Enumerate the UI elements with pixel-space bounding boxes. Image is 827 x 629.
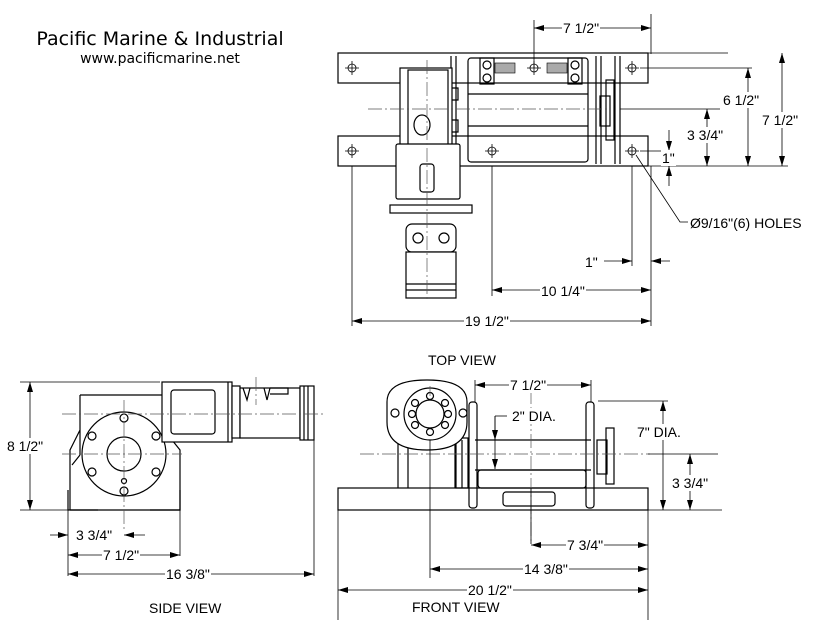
dim-front-center-to-end: 7 3/4"	[566, 537, 605, 553]
dim-front-flange-diameter: 7" DIA.	[636, 424, 682, 440]
holes-callout: Ø9/16"(6) HOLES	[689, 215, 803, 231]
motor-bolts	[407, 391, 453, 437]
top-view-drawing	[337, 14, 788, 326]
side-view-drawing	[20, 377, 326, 577]
dim-front-overall-length: 20 1/2"	[467, 582, 513, 598]
dim-front-motor-to-end: 14 3/8"	[523, 561, 569, 577]
hydraulic-motor	[405, 251, 457, 299]
right-side-plate	[585, 401, 595, 509]
side-motor-housing	[161, 381, 233, 443]
dim-top-hole-row-spacing: 6 1/2"	[722, 92, 761, 108]
company-name: Pacific Marine & Industrial	[36, 28, 284, 50]
dim-front-drum-length: 7 1/2"	[509, 377, 548, 393]
dim-side-base-width: 7 1/2"	[102, 547, 141, 563]
motor-housing	[395, 143, 461, 200]
side-view-label: SIDE VIEW	[149, 600, 222, 616]
motor-flange	[389, 204, 473, 214]
dim-front-core-diameter: 2" DIA.	[511, 408, 557, 424]
motor-flange-front	[386, 379, 468, 451]
company-website: www.pacificmarine.net	[80, 51, 240, 67]
tensioner-block	[479, 57, 495, 85]
dim-top-overall-length: 19 1/2"	[464, 313, 510, 329]
dim-top-hole-spacing-long: 10 1/4"	[540, 283, 586, 299]
dim-top-hole-end-offset: 1"	[584, 254, 599, 270]
drum	[467, 57, 589, 163]
dim-side-center-offset: 3 3/4"	[75, 527, 114, 543]
company-header: Pacific Marine & Industrial www.pacificm…	[0, 28, 320, 68]
top-view-label: TOP VIEW	[428, 352, 496, 368]
spring	[494, 62, 516, 74]
dim-side-height: 8 1/2"	[6, 438, 45, 454]
dim-top-hole-spacing: 7 1/2"	[562, 20, 601, 36]
left-side-plate	[468, 401, 478, 509]
front-base-plate	[337, 487, 649, 511]
tensioner-block	[567, 57, 583, 85]
dim-top-base-width: 7 1/2"	[761, 112, 800, 128]
front-view-label: FRONT VIEW	[412, 599, 500, 615]
spring	[546, 62, 568, 74]
dim-top-centerline-height: 3 3/4"	[686, 127, 725, 143]
dim-front-centerline-height: 3 3/4"	[671, 475, 710, 491]
dim-side-overall-length: 16 3/8"	[165, 566, 211, 582]
mounting-holes	[345, 61, 639, 158]
dim-top-hole-edge-offset: 1"	[661, 150, 676, 166]
